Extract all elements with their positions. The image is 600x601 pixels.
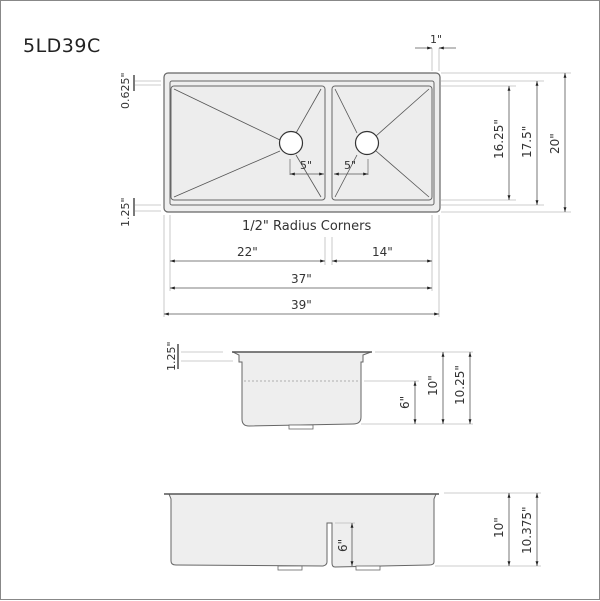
- dim-side-divider: 6": [398, 396, 412, 409]
- dim-deck: 1": [430, 33, 442, 46]
- dim-side-flange: 1.25": [165, 341, 178, 371]
- drain-right-icon: [354, 130, 380, 156]
- front-view: 6" 10" 10.375": [164, 492, 541, 571]
- dim-left-bowl: 22": [237, 245, 258, 259]
- dim-drain-right: 5": [344, 159, 356, 172]
- dim-flange-top: 0.625": [119, 72, 132, 109]
- dim-front-overall: 10.375": [520, 506, 534, 554]
- model-number: 5LD39C: [23, 35, 101, 57]
- top-view: 5" 5" 0.625" 1.25" 1": [119, 33, 571, 317]
- dim-bowl-depth: 17.5": [520, 126, 534, 158]
- dim-overall-depth: 20": [548, 133, 562, 154]
- radius-corners-note: 1/2" Radius Corners: [242, 219, 371, 234]
- side-view: 1.25" 6" 10" 10.25": [165, 341, 473, 430]
- dim-front-divider: 6": [336, 539, 350, 552]
- dim-overall-width: 39": [291, 298, 312, 312]
- dim-front-bowl-depth: 10": [492, 517, 506, 538]
- drain-left-icon: [278, 130, 304, 156]
- dim-inner-width: 37": [291, 272, 312, 286]
- dim-flange-bottom: 1.25": [119, 197, 132, 227]
- dim-drain-left: 5": [300, 159, 312, 172]
- dim-side-overall: 10.25": [453, 365, 467, 405]
- dim-side-bowl-depth: 10": [426, 375, 440, 396]
- dim-inner-depth: 16.25": [492, 119, 506, 159]
- dim-right-bowl: 14": [372, 245, 393, 259]
